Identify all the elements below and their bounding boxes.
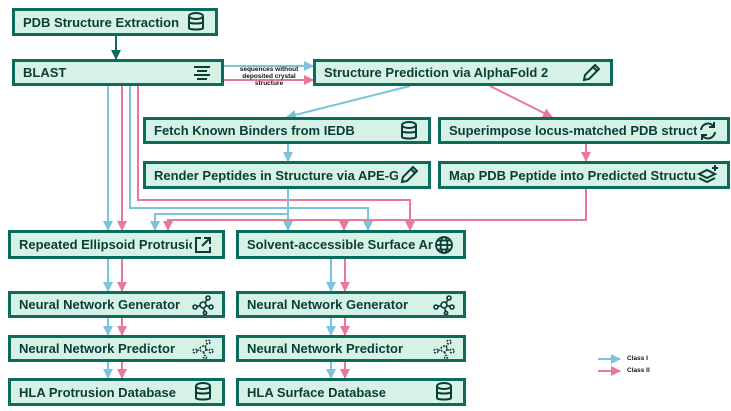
node-neural-network-generator-left: Neural Network Generator (8, 291, 225, 318)
node-label: PDB Structure Extraction (23, 14, 180, 30)
network-icon (192, 294, 214, 316)
database-icon (398, 120, 420, 142)
node-label: Map PDB Peptide into Predicted Structure (449, 167, 697, 183)
node-label: Render Peptides in Structure via APE-Gen (154, 167, 398, 183)
node-render-peptides-ape-gen: Render Peptides in Structure via APE-Gen (143, 161, 431, 189)
node-neural-network-predictor-right: Neural Network Predictor (236, 335, 466, 362)
edge-apegen-rep (150, 189, 289, 231)
node-label: Fetch Known Binders from IEDB (154, 123, 355, 138)
globe-icon (433, 234, 455, 256)
edge-map-rep-sasa (163, 189, 587, 231)
node-repeated-ellipsoid-protrusion: Repeated Ellipsoid Protrusion (8, 230, 225, 259)
node-label: Neural Network Predictor (247, 341, 404, 356)
node-label: HLA Protrusion Database (19, 384, 176, 400)
edge-blast-sasa-class2 (137, 86, 415, 231)
legend-class2-label: Class II (627, 367, 650, 374)
edge-alphafold-iedb (286, 85, 411, 120)
node-map-pdb-peptide: Map PDB Peptide into Predicted Structure (438, 161, 730, 189)
node-label: Neural Network Generator (19, 297, 181, 312)
database-icon (192, 381, 214, 403)
node-fetch-known-binders-iedb: Fetch Known Binders from IEDB (143, 117, 431, 144)
node-label: BLAST (23, 65, 67, 80)
network-icon (192, 338, 214, 360)
node-pdb-structure-extraction: PDB Structure Extraction (12, 8, 218, 36)
edge-note: sequences without deposited crystal stru… (239, 66, 299, 87)
network-icon (433, 294, 455, 316)
node-label: Superimpose locus-matched PDB structures (449, 123, 697, 138)
edge-blast-sasa-class1 (129, 86, 373, 231)
node-blast: BLAST (12, 59, 224, 86)
edge-alphafold-superimpose (489, 85, 553, 118)
node-label: HLA Surface Database (247, 384, 386, 400)
layers-plus-icon (697, 164, 719, 186)
node-neural-network-predictor-left: Neural Network Predictor (8, 335, 225, 362)
database-icon (433, 381, 455, 403)
node-label: Neural Network Generator (247, 297, 409, 312)
pencil-icon (580, 62, 602, 84)
node-label: Structure Prediction via AlphaFold 2 (324, 65, 549, 80)
node-hla-protrusion-database: HLA Protrusion Database (8, 378, 225, 406)
legend-class1-label: Class I (627, 355, 648, 362)
external-link-icon (192, 234, 214, 256)
node-superimpose-pdb-structures: Superimpose locus-matched PDB structures (438, 117, 730, 144)
node-solvent-accessible-surface-area: Solvent-accessible Surface Area (236, 230, 466, 259)
pencil-icon (398, 164, 420, 186)
node-hla-surface-database: HLA Surface Database (236, 378, 466, 406)
refresh-icon (697, 120, 719, 142)
database-icon (185, 11, 207, 33)
node-label: Repeated Ellipsoid Protrusion (19, 237, 192, 252)
node-structure-prediction-alphafold: Structure Prediction via AlphaFold 2 (313, 59, 613, 86)
node-neural-network-generator-right: Neural Network Generator (236, 291, 466, 318)
align-lines-icon (191, 62, 213, 84)
node-label: Neural Network Predictor (19, 341, 176, 356)
network-icon (433, 338, 455, 360)
node-label: Solvent-accessible Surface Area (247, 237, 433, 252)
